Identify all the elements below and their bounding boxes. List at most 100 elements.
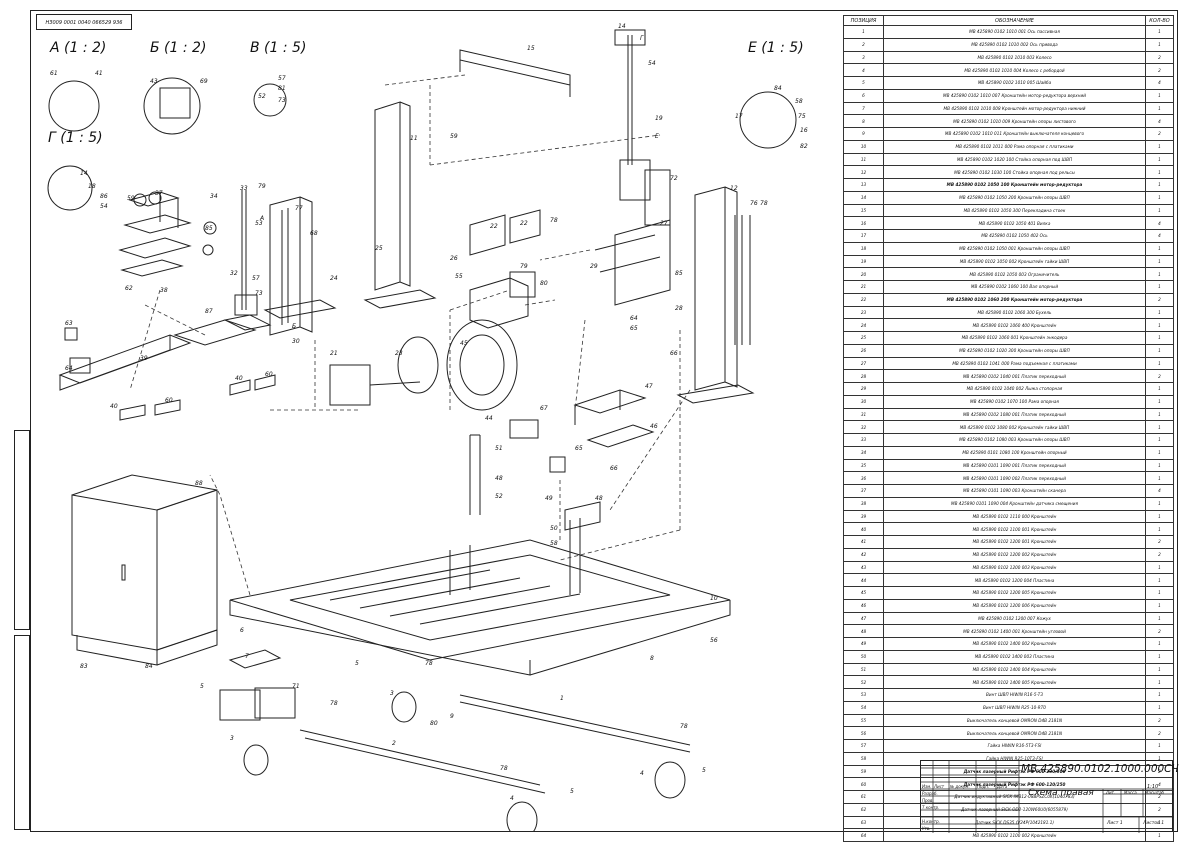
tb-label-razrab: Разраб.: [922, 791, 938, 796]
bom-cell-designation: МВ 425890 0101 1090 002 Платик переходны…: [883, 471, 1146, 485]
bom-cell-qty: 1: [1145, 152, 1174, 167]
bom-cell-qty: 1: [1145, 458, 1174, 473]
bom-cell-qty: 1: [1145, 280, 1174, 294]
bom-cell-designation: МВ 425890 0102 1060 200 Кронштейн мотор-…: [883, 292, 1146, 307]
bom-cell-designation: МВ 425890 0102 1010 011 Кронштейн выключ…: [883, 127, 1146, 141]
bom-cell-position: 47: [843, 611, 884, 626]
bom-cell-position: 32: [843, 420, 884, 434]
bom-cell-designation: МВ 425890 0102 1010 002 Ось привода: [883, 37, 1146, 52]
callout-79: 79: [520, 263, 528, 270]
callout-15: 15: [527, 45, 535, 52]
callout-68: 68: [310, 230, 318, 237]
callout-64b: 64: [65, 365, 73, 372]
bom-cell-position: 14: [843, 190, 884, 205]
bom-cell-designation: МВ 425890 0102 1010 007 Кронштейн мотор-…: [883, 88, 1146, 103]
bom-cell-designation: МВ 425890 0102 1010 009 Кронштейн опоры …: [883, 114, 1146, 128]
bom-cell-qty: 1: [1145, 88, 1174, 103]
callout-62: 62: [125, 285, 133, 292]
tb-label-list: Лист: [934, 784, 945, 789]
bom-cell-qty: 4: [1145, 216, 1174, 230]
bom-cell-designation: МВ 425890 0102 1400 001 Кронштейн углово…: [883, 624, 1146, 638]
callout-78b: 78: [550, 217, 558, 224]
bom-cell-qty: 1: [1145, 598, 1174, 613]
bom-cell-qty: 2: [1145, 726, 1174, 740]
callout-9: 9: [450, 713, 454, 720]
bom-cell-qty: 1: [1145, 394, 1174, 409]
callout-37: 37: [155, 190, 163, 197]
callout-56: 56: [710, 637, 718, 644]
bom-cell-position: 21: [843, 280, 884, 294]
bom-header-position: ПОЗИЦИЯ: [843, 15, 884, 26]
bom-cell-designation: МВ 425890 0102 1060 300 Бухель: [883, 305, 1146, 320]
callout-21: 21: [330, 350, 338, 357]
bom-cell-position: 8: [843, 114, 884, 128]
bom-cell-qty: 1: [1145, 445, 1174, 460]
bom-cell-position: 33: [843, 433, 884, 447]
callout-5c: 5: [570, 788, 574, 795]
bom-cell-designation: МВ 425890 0102 1200 006 Кронштейн: [883, 598, 1146, 613]
callout-23: 23: [395, 350, 403, 357]
callout-a: А: [259, 215, 264, 222]
callout-57b: 57: [278, 75, 286, 82]
tb-label-nkontr: Н.контр.: [922, 819, 940, 824]
callout-4a: 4: [510, 795, 514, 802]
bom-cell-position: 59: [843, 764, 884, 779]
callout-58: 58: [550, 540, 558, 547]
callout-51: 51: [495, 445, 503, 452]
bom-cell-position: 61: [843, 790, 884, 804]
bom-cell-qty: 1: [1145, 165, 1174, 179]
callout-85b: 85: [205, 225, 213, 232]
callout-41: 41: [95, 70, 103, 77]
callout-75: 75: [798, 113, 806, 120]
callout-50: 50: [550, 525, 558, 532]
bom-cell-qty: 1: [1145, 637, 1174, 651]
bom-cell-position: 5: [843, 76, 884, 90]
callout-72: 72: [670, 175, 678, 182]
bom-cell-position: 23: [843, 305, 884, 320]
view-label-b: Б (1 : 2): [150, 40, 207, 56]
bom-cell-position: 60: [843, 777, 884, 791]
callout-17: 17: [735, 113, 743, 120]
callout-2: 2: [392, 740, 396, 747]
callout-78c: 78: [330, 700, 338, 707]
callout-48a: 48: [495, 475, 503, 482]
bom-cell-qty: 2: [1145, 535, 1174, 549]
bom-cell-qty: 1: [1145, 675, 1174, 689]
callout-53: 53: [255, 220, 263, 227]
bom-cell-qty: 1: [1145, 25, 1174, 39]
detail-circle-e: [739, 91, 797, 149]
view-label-e: Е (1 : 5): [748, 40, 804, 56]
tb-label-docnum: № докум.: [950, 784, 970, 789]
callout-10: 10: [710, 595, 718, 602]
bom-cell-position: 52: [843, 675, 884, 689]
bom-cell-position: 11: [843, 152, 884, 167]
bom-cell-designation: МВ 425890 0102 1200 004 Пластина: [883, 573, 1146, 587]
callout-39: 39: [140, 355, 148, 362]
callout-78d: 78: [425, 660, 433, 667]
view-label-a: А (1 : 2): [50, 40, 107, 56]
bom-cell-designation: МВ 425890 0102 1010 008 Кронштейн мотор-…: [883, 101, 1146, 116]
bom-cell-qty: 2: [1145, 127, 1174, 141]
callout-g: Г: [640, 35, 644, 42]
callout-77: 77: [295, 205, 303, 212]
bom-cell-designation: МВ 425890 0102 1070 100 Рама опорная: [883, 394, 1146, 409]
bom-cell-designation: МВ 425890 0102 1060 400 Кронштейн: [883, 318, 1146, 332]
bom-cell-qty: 1: [1145, 343, 1174, 358]
bom-cell-position: 22: [843, 292, 884, 307]
bom-cell-qty: 1: [1145, 382, 1174, 396]
callout-22b: 22: [520, 220, 528, 227]
